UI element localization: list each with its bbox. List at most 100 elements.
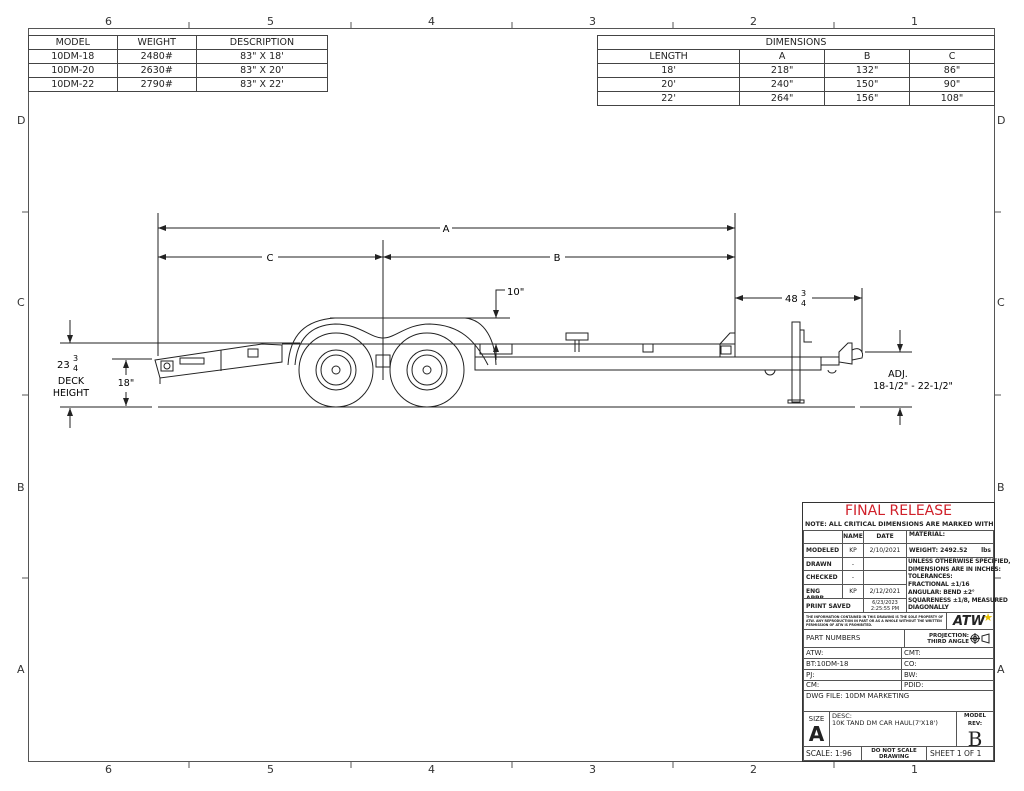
- part-numbers-label: PART NUMBERS: [803, 629, 905, 648]
- dim-a-label: A: [443, 224, 450, 235]
- cell: 108": [909, 91, 995, 106]
- dim-48-whole: 48: [785, 294, 798, 305]
- critical-dimension-note: NOTE: ALL CRITICAL DIMENSIONS ARE MARKED…: [805, 520, 994, 530]
- table-header-row: MODEL WEIGHT DESCRIPTION: [28, 35, 329, 50]
- print-saved-datetime: 6/23/2023 2:25:55 PM: [863, 598, 907, 613]
- desc-value: 10K TAND DM CAR HAUL(7'X18'): [832, 719, 938, 727]
- tolerances-note: UNLESS OTHERWISE SPECIFIED, DIMENSIONS A…: [906, 557, 1011, 613]
- zone-row-right: D: [997, 114, 1006, 127]
- table-row: 20' 240" 150" 90": [596, 77, 995, 92]
- third-angle-projection-icon: [970, 633, 990, 644]
- model-rev-value: B: [967, 727, 983, 747]
- cell: 22': [596, 91, 741, 106]
- zone-row-right: A: [997, 663, 1005, 676]
- drawing-border: [28, 28, 995, 762]
- zone-col-top: 1: [911, 15, 918, 28]
- cell: 156": [824, 91, 911, 106]
- weight-unit: lbs: [981, 547, 991, 554]
- model-rev-label: MODEL REV:: [964, 713, 986, 727]
- zone-row-right: C: [997, 296, 1005, 309]
- title-block: FINAL RELEASE NOTE: ALL CRITICAL DIMENSI…: [802, 502, 1011, 762]
- logo-text: ATW: [952, 614, 985, 629]
- zone-col-top: 3: [589, 15, 596, 28]
- zone-col-bottom: 2: [750, 763, 757, 776]
- checked-name: -: [842, 570, 864, 585]
- table-row: 22' 264" 156" 108": [596, 91, 995, 106]
- zone-col-top: 5: [267, 15, 274, 28]
- zone-row-right: B: [997, 481, 1005, 494]
- table-row: 10DM-18 2480# 83" X 18': [28, 49, 329, 64]
- dim-c-label: C: [267, 253, 274, 264]
- weight-cell: WEIGHT: 2492.52 lbs: [906, 543, 994, 558]
- no-scale-line-1: DO NOT SCALE: [871, 748, 917, 754]
- desc-label: DESC:: [832, 712, 852, 720]
- zone-col-top: 4: [428, 15, 435, 28]
- zone-col-top: 6: [105, 15, 112, 28]
- adj-range: 18-1/2" - 22-1/2": [873, 381, 953, 392]
- projection-label: PROJECTION:: [928, 633, 969, 639]
- tolerance-line: SQUARENESS ±1/8, MEASURED: [908, 596, 1008, 604]
- scale: SCALE: 1:96: [803, 746, 862, 761]
- modeled-date: 2/10/2021: [863, 543, 907, 558]
- cell: 10DM-22: [28, 77, 118, 92]
- dim-48-den: 4: [801, 299, 806, 308]
- table-row: 18' 218" 132" 86": [596, 63, 995, 78]
- dovetail: [154, 343, 283, 379]
- zone-row-left: D: [17, 114, 26, 127]
- weight-value: WEIGHT: 2492.52: [909, 547, 968, 554]
- trailer-body: [154, 317, 863, 408]
- do-not-scale-note: DO NOT SCALE DRAWING: [861, 746, 927, 761]
- deck-height-den: 4: [73, 364, 78, 373]
- drawn-date: [863, 557, 907, 571]
- blank-header: [803, 530, 843, 544]
- eng-appr-name: KP: [842, 584, 864, 599]
- wheel-front: [298, 332, 374, 408]
- projection-value: THIRD ANGLE: [927, 639, 969, 645]
- row-label-modeled: MODELED: [803, 543, 843, 558]
- star-icon: ★: [983, 612, 993, 624]
- print-saved-date: 6/23/2023: [872, 600, 898, 606]
- row-label-checked: CHECKED: [803, 570, 843, 585]
- size-cell: SIZE A: [803, 711, 830, 747]
- zone-col-bottom: 4: [428, 763, 435, 776]
- model-rev-cell: MODEL REV: B: [956, 711, 994, 747]
- proprietary-disclaimer: THE INFORMATION CONTAINED IN THIS DRAWIN…: [803, 612, 947, 630]
- projection-cell: PROJECTION: THIRD ANGLE: [904, 629, 994, 648]
- dim-48-num: 3: [801, 289, 806, 298]
- zone-col-top: 2: [750, 15, 757, 28]
- desc-cell: DESC: 10K TAND DM CAR HAUL(7'X18'): [829, 711, 957, 747]
- jack-stand: [791, 321, 801, 403]
- zone-row-left: C: [17, 296, 25, 309]
- modeled-name: KP: [842, 543, 864, 558]
- dimension-lines: [60, 213, 912, 428]
- checked-date: [863, 570, 907, 585]
- cell: 83" X 22': [195, 77, 329, 92]
- material-label: MATERIAL:: [906, 530, 994, 544]
- table-header-row: LENGTH A B C: [596, 49, 995, 64]
- note-text: NOTE: ALL CRITICAL DIMENSIONS ARE MARKED…: [805, 521, 994, 528]
- tolerance-line: FRACTIONAL ±1/16: [908, 581, 970, 589]
- row-label-eng-appr: ENG APPR: [803, 584, 843, 599]
- zone-row-left: A: [17, 663, 25, 676]
- tolerance-line: ANGULAR: BEND ±2°: [908, 588, 975, 596]
- zone-col-bottom: 5: [267, 763, 274, 776]
- deck-height-whole: 23: [57, 360, 70, 371]
- print-saved-label: PRINT SAVED: [803, 598, 864, 613]
- size-label: SIZE: [808, 715, 825, 723]
- final-release-status: FINAL RELEASE: [844, 503, 952, 519]
- border-ticks: [22, 22, 1001, 768]
- drawn-name: -: [842, 557, 864, 571]
- dim-b-label: B: [554, 253, 561, 264]
- zone-col-bottom: 6: [105, 763, 112, 776]
- tolerance-line: DIAGONALLY: [908, 604, 949, 612]
- zone-col-bottom: 3: [589, 763, 596, 776]
- deck-height-num: 3: [73, 354, 78, 363]
- date-header: DATE: [863, 530, 907, 544]
- size-value: A: [808, 722, 825, 746]
- table-row: 10DM-22 2790# 83" X 22': [28, 77, 329, 92]
- cell: 2790#: [116, 77, 197, 92]
- print-saved-time: 2:25:55 PM: [870, 606, 900, 612]
- dimensions-table: DIMENSIONS LENGTH A B C 18' 218" 132" 86…: [596, 35, 995, 106]
- no-scale-line-2: DRAWING: [878, 754, 910, 760]
- row-label-drawn: DRAWN: [803, 557, 843, 571]
